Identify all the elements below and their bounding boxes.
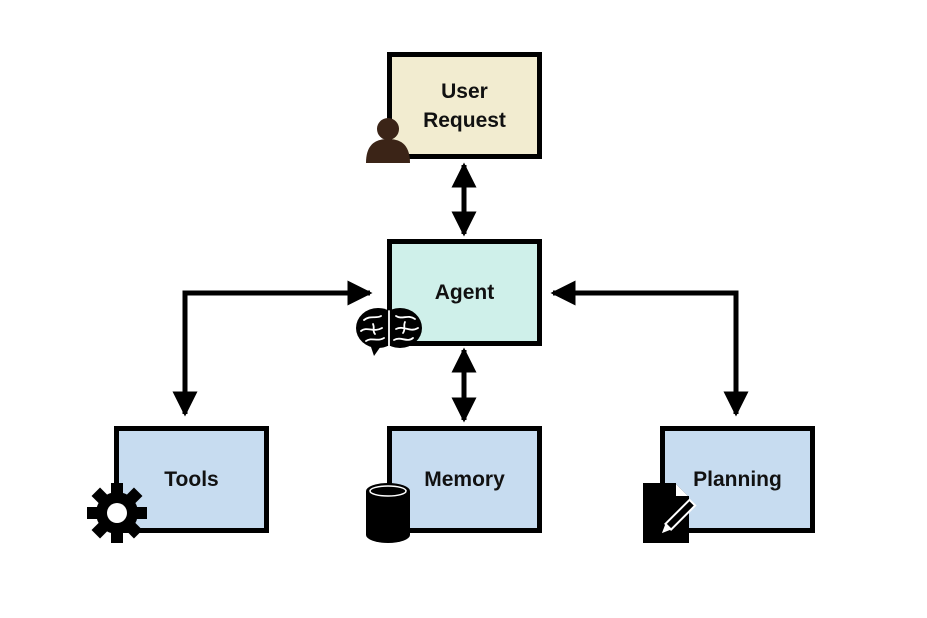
edge-agent-tools <box>172 280 373 417</box>
tools-label: Tools <box>164 468 219 491</box>
agent-label: Agent <box>434 281 495 304</box>
gear-icon <box>87 483 147 543</box>
brain-icon <box>356 308 422 356</box>
memory-label: Memory <box>424 468 505 491</box>
memory-node: Memory <box>387 426 542 533</box>
person-icon <box>366 118 410 163</box>
database-icon <box>366 483 410 543</box>
document-edit-icon <box>643 483 697 543</box>
planning-label: Planning <box>693 468 782 491</box>
edge-agent-planning <box>550 280 749 417</box>
user-request-node: User Request <box>387 52 542 159</box>
user-request-label: User Request <box>423 79 506 132</box>
